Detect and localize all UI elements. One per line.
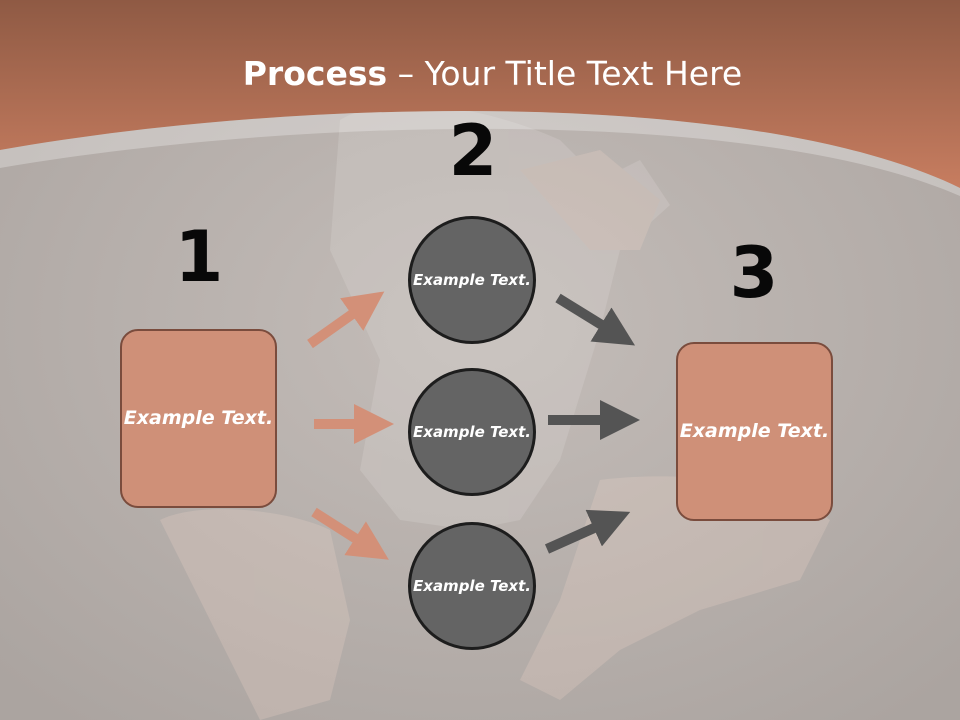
arrow-right-icon <box>555 293 636 346</box>
arrow-right-icon <box>311 507 389 560</box>
circle-top-text: Example Text. <box>413 270 531 289</box>
circle-bottom-text: Example Text. <box>413 576 531 595</box>
circle-middle-text: Example Text. <box>413 422 531 441</box>
step-2-circle-middle: Example Text. <box>408 368 536 496</box>
step-3-box: Example Text. <box>676 342 833 521</box>
arrow-right-icon <box>544 509 631 554</box>
step-2-circle-top: Example Text. <box>408 216 536 344</box>
title-rest: – Your Title Text Here <box>387 54 743 93</box>
header-swoosh <box>0 110 960 196</box>
step-3-text: Example Text. <box>679 420 830 442</box>
title-bold: Process <box>242 54 388 93</box>
step-1-text: Example Text. <box>123 407 274 429</box>
step-number-3: 3 <box>729 232 779 314</box>
header-band <box>0 0 960 188</box>
slide-title: Process – Your Title Text Here <box>0 52 960 96</box>
step-number-2: 2 <box>448 110 498 192</box>
step-1-box: Example Text. <box>120 329 277 508</box>
step-2-circle-bottom: Example Text. <box>408 522 536 650</box>
step-number-1: 1 <box>174 216 224 298</box>
arrow-right-icon <box>307 291 385 349</box>
